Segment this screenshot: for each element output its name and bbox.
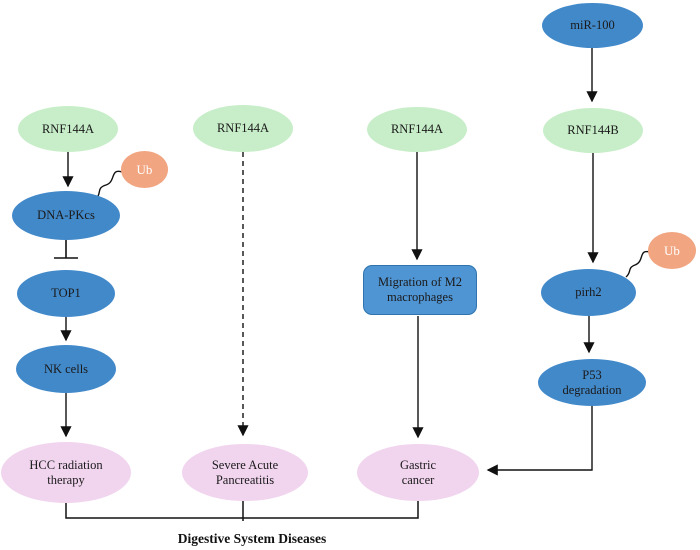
node-dna-pkcs: DNA-PKcs [12, 191, 120, 240]
node-severe-acute-pancreatitis: Severe Acute Pancreatitis [182, 444, 308, 501]
edge-dnapkcs-top1-inhibition [54, 240, 78, 259]
node-mir-100: miR-100 [542, 3, 643, 48]
node-gastric-cancer: Gastric cancer [357, 444, 479, 501]
node-nk-cells: NK cells [16, 345, 116, 393]
edge-p53-gastric [486, 406, 593, 476]
node-rnf144a-mid: RNF144A [193, 105, 293, 152]
edge-ub-dnapkcs-squiggle [95, 170, 123, 200]
node-rnf144b: RNF144B [543, 108, 643, 153]
node-ub-left: Ub [121, 151, 168, 188]
diagram-title: Digestive System Diseases [177, 531, 327, 546]
node-m2-macrophages: Migration of M2 macrophages [363, 265, 477, 315]
edge-ub-pirh2-squiggle [625, 250, 651, 278]
edge-bottom-bracket [65, 501, 419, 521]
node-p53-degradation: P53 degradation [538, 359, 646, 406]
node-pirh2: pirh2 [541, 269, 636, 316]
node-rnf144a-right: RNF144A [367, 107, 467, 152]
node-hcc-radiation-therapy: HCC radiation therapy [1, 442, 131, 503]
node-rnf144a-left: RNF144A [18, 106, 118, 152]
node-ub-right: Ub [648, 232, 696, 269]
node-top1: TOP1 [17, 270, 115, 317]
